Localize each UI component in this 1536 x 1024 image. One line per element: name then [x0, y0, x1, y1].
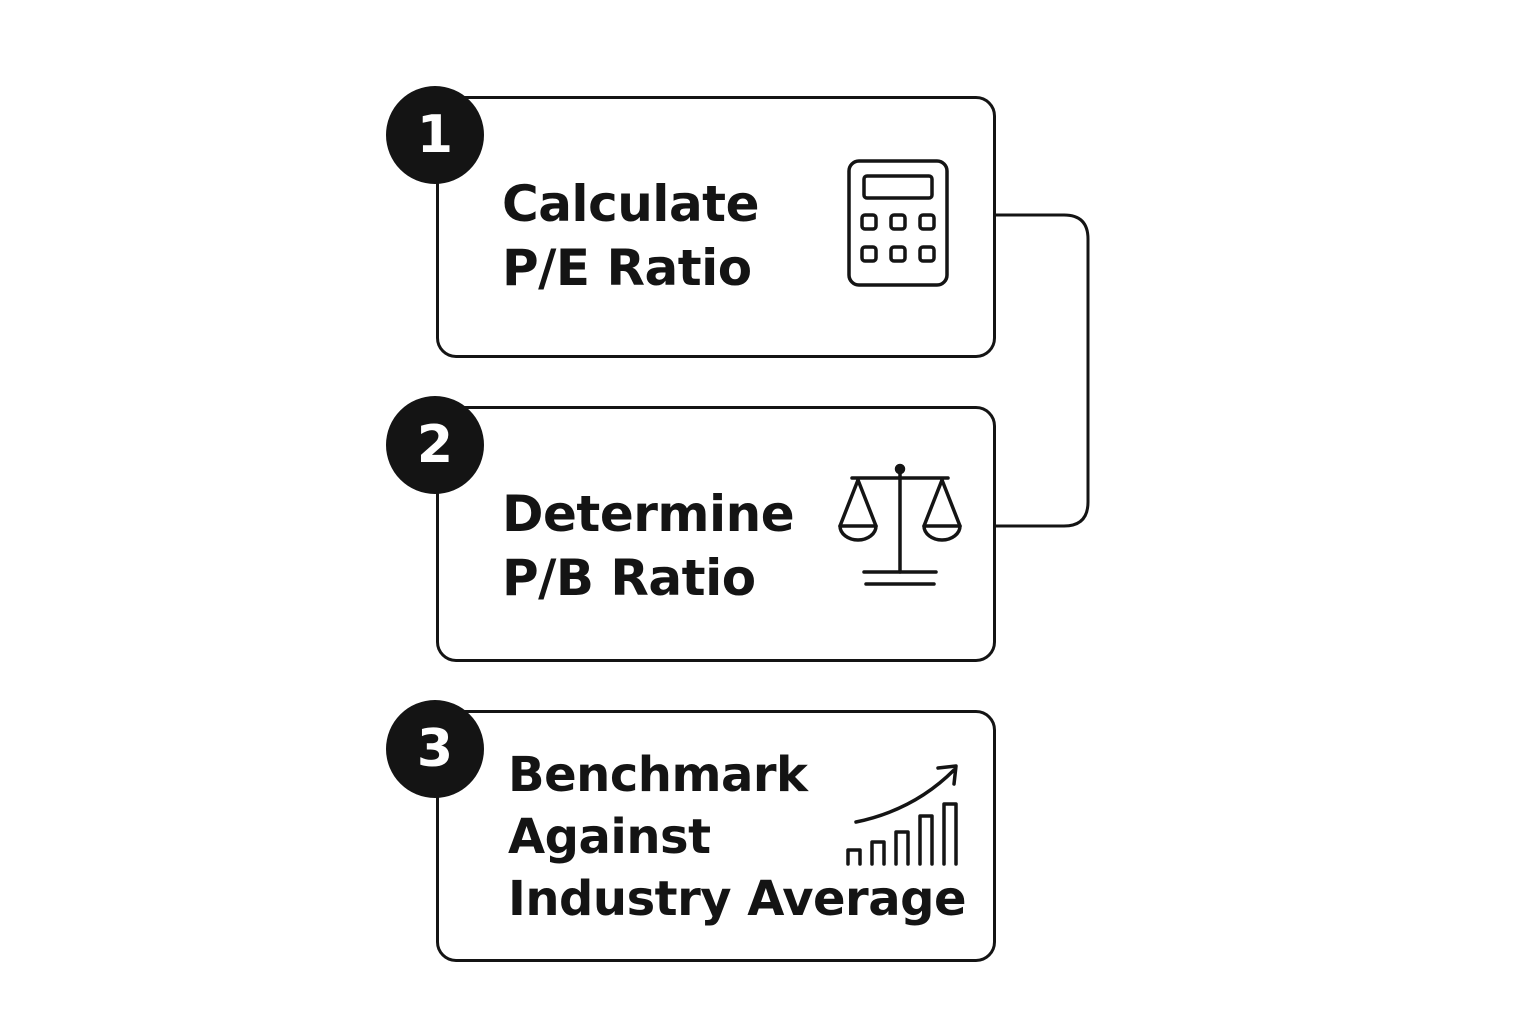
step-title-1-line-1: Calculate — [502, 175, 760, 233]
balance-scale-icon — [838, 463, 962, 586]
calculator-icon — [847, 159, 949, 287]
step-card-1 — [436, 96, 996, 358]
step-title-2: Determine P/B Ratio — [502, 482, 795, 610]
step-title-2-line-1: Determine — [502, 485, 795, 543]
step-title-3-line-1: Benchmark — [508, 747, 808, 803]
step-card-3 — [436, 710, 996, 962]
step-title-3-line-3: Industry Average — [508, 871, 967, 927]
step-title-3: Benchmark Against Industry Average — [508, 744, 967, 930]
step-number-badge-2: 2 — [386, 396, 484, 494]
step-number-badge-3: 3 — [386, 700, 484, 798]
step-title-1-line-2: P/E Ratio — [502, 239, 752, 297]
step-title-3-line-2: Against — [508, 809, 711, 865]
growth-chart-icon — [846, 764, 958, 866]
step-title-2-line-2: P/B Ratio — [502, 549, 756, 607]
step-card-2 — [436, 406, 996, 662]
step-title-1: Calculate P/E Ratio — [502, 172, 760, 300]
step-number-badge-1: 1 — [386, 86, 484, 184]
